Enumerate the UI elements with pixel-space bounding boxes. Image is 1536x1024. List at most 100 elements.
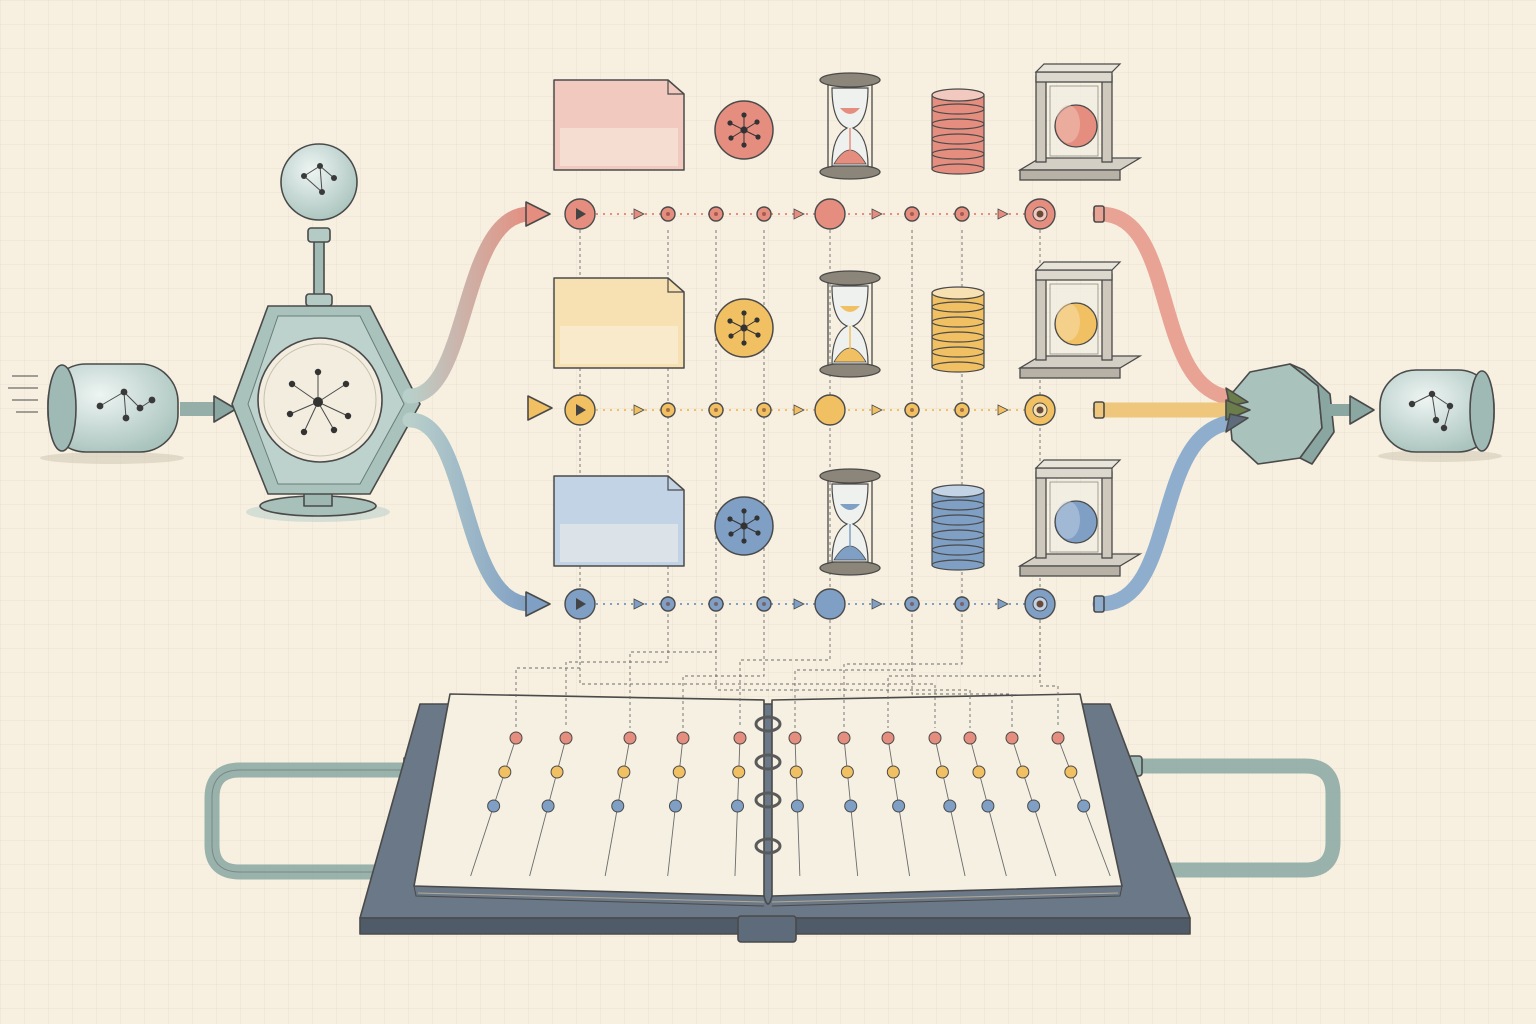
book-marker-red — [1005, 731, 1019, 745]
book-marker-blue — [844, 799, 858, 813]
step-node-dot — [960, 602, 964, 606]
flow-arrow-icon — [997, 208, 1009, 220]
lane-blue — [553, 459, 1143, 620]
milestone-node-icon — [814, 198, 846, 230]
leader-line — [843, 230, 963, 728]
step-node-dot — [910, 212, 914, 216]
pipe-to-red-lane — [402, 206, 538, 404]
book-marker-red — [837, 731, 851, 745]
book-marker-red — [676, 731, 690, 745]
network-node-icon — [714, 496, 774, 556]
leader-line — [911, 620, 1013, 728]
coin-stack-icon — [931, 286, 985, 373]
play-triangle-icon — [576, 598, 586, 610]
leader-line — [682, 230, 765, 728]
hub-network-glyph-icon — [286, 368, 352, 436]
feedback-loop-left — [204, 762, 428, 880]
input-arrow — [180, 395, 237, 423]
book-marker-blue — [943, 799, 957, 813]
step-node-dot — [910, 408, 914, 412]
arrow-yellow-icon — [527, 395, 553, 421]
book-marker-yellow — [1064, 765, 1078, 779]
step-node-dot — [714, 212, 718, 216]
leader-line — [887, 230, 1041, 728]
book-marker-blue — [611, 799, 625, 813]
step-node-dot — [666, 212, 670, 216]
book-marker-yellow — [672, 765, 686, 779]
book-marker-yellow — [886, 765, 900, 779]
book-marker-yellow — [789, 765, 803, 779]
step-node-dot — [910, 602, 914, 606]
book-marker-blue — [892, 799, 906, 813]
book-marker-yellow — [732, 765, 746, 779]
book-marker-red — [733, 731, 747, 745]
merge-pipes — [1092, 205, 1242, 613]
book-marker-red — [788, 731, 802, 745]
leader-line — [579, 620, 936, 728]
book-marker-red — [881, 731, 895, 745]
book-marker-yellow — [617, 765, 631, 779]
merger-octagon-icon — [1225, 363, 1335, 465]
book-marker-yellow — [840, 765, 854, 779]
step-node-dot — [762, 408, 766, 412]
sensor-bulb-icon — [280, 143, 358, 221]
note-card-icon — [553, 79, 685, 171]
step-node-dot — [714, 602, 718, 606]
play-triangle-icon — [576, 208, 586, 220]
log-book — [204, 693, 1341, 943]
end-target-core — [1036, 210, 1044, 218]
book-marker-red — [928, 731, 942, 745]
book-marker-yellow — [498, 765, 512, 779]
input-capsule-icon — [8, 363, 184, 464]
step-node-dot — [666, 408, 670, 412]
flow-arrow-icon — [633, 208, 645, 220]
book-log-markers — [487, 731, 1091, 813]
step-node-dot — [762, 602, 766, 606]
play-triangle-icon — [576, 404, 586, 416]
note-card-icon — [553, 475, 685, 567]
output-network-glyph-icon — [1408, 390, 1454, 432]
book-marker-red — [963, 731, 977, 745]
leader-line — [715, 620, 971, 728]
end-target-core — [1036, 406, 1044, 414]
milestone-node-icon — [814, 394, 846, 426]
hourglass-icon — [819, 468, 881, 576]
book-marker-blue — [1027, 799, 1041, 813]
coin-stack-icon — [931, 88, 985, 175]
hourglass-icon — [819, 72, 881, 180]
framed-disc-icon — [1017, 63, 1143, 181]
book-marker-blue — [541, 799, 555, 813]
book-marker-blue — [790, 799, 804, 813]
book-marker-red — [559, 731, 573, 745]
book-marker-blue — [487, 799, 501, 813]
book-marker-red — [509, 731, 523, 745]
book-marker-yellow — [1016, 765, 1030, 779]
flow-arrow-icon — [997, 404, 1009, 416]
step-node-dot — [666, 602, 670, 606]
flow-arrow-icon — [871, 404, 883, 416]
step-node-dot — [714, 408, 718, 412]
flow-arrow-icon — [793, 404, 805, 416]
leader-line — [565, 230, 669, 728]
framed-disc-icon — [1017, 261, 1143, 379]
leader-lines — [515, 230, 1059, 728]
flow-arrow-icon — [633, 598, 645, 610]
leader-line — [739, 230, 831, 728]
network-node-icon — [714, 298, 774, 358]
flow-arrow-icon — [793, 208, 805, 220]
splitter-hub-icon — [231, 143, 421, 522]
flow-arrow-icon — [633, 404, 645, 416]
split-pipes — [402, 201, 553, 617]
network-node-icon — [714, 100, 774, 160]
book-marker-blue — [981, 799, 995, 813]
book-marker-blue — [1077, 799, 1091, 813]
output-capsule-icon — [1378, 369, 1502, 462]
framed-disc-icon — [1017, 459, 1143, 577]
output-arrow — [1328, 395, 1375, 425]
flow-arrow-icon — [871, 598, 883, 610]
binder-rings-icon — [754, 715, 782, 855]
leader-line — [629, 230, 717, 728]
book-marker-yellow — [972, 765, 986, 779]
step-node-dot — [960, 212, 964, 216]
